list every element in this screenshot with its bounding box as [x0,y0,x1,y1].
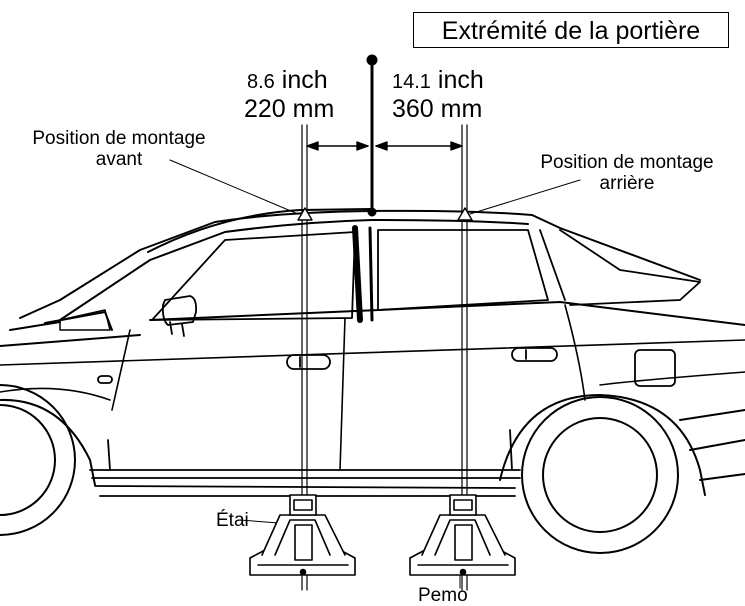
front-dimension-imperial: 8.6 inch [247,68,328,95]
front-dimension-metric: 220 mm [244,97,334,122]
body-lines [0,304,745,471]
door-edge-title: Extrémité de la portière [441,17,701,45]
windshield-hood [0,301,745,347]
rear-dimension-metric-value: 360 [392,95,434,123]
front-jack-stand [249,494,356,576]
rear-dimension-metric-unit: mm [440,95,483,123]
front-wheel [0,384,96,536]
stand-label: Étai [216,510,249,531]
dimension-arrows [306,141,463,151]
front-mount-label-line1: Position de montage [32,128,206,149]
mount-markers [297,207,473,221]
rear-jack-stand [409,494,516,576]
fuel-door [634,349,676,387]
door-handles [97,347,558,384]
door-edge-title-box: Extrémité de la portière [413,12,729,48]
leader-lines [169,159,581,589]
rear-wheel [499,394,745,554]
rear-dimension-imperial-unit: inch [437,66,484,94]
front-dimension-imperial-unit: inch [281,66,328,94]
rear-dimension-metric: 360 mm [392,97,482,122]
windows [151,225,701,323]
front-mount-label-line2: avant [95,149,143,170]
lower-label: Pemo [418,585,468,606]
side-mirror [161,295,198,337]
front-mount-label: Position de montage avant [6,128,232,170]
rear-mount-label-line1: Position de montage [540,152,714,173]
rear-dimension-imperial-value: 14.1 [392,71,431,93]
front-dimension-imperial-value: 8.6 [247,71,275,93]
front-dimension-metric-value: 220 [244,95,286,123]
rocker-panel [89,429,521,497]
rear-mount-label: Position de montage arrière [514,152,740,194]
rear-mount-label-line2: arrière [599,173,655,194]
front-dimension-metric-unit: mm [292,95,335,123]
door-edge-reference [366,54,378,217]
rear-dimension-imperial: 14.1 inch [392,68,484,95]
